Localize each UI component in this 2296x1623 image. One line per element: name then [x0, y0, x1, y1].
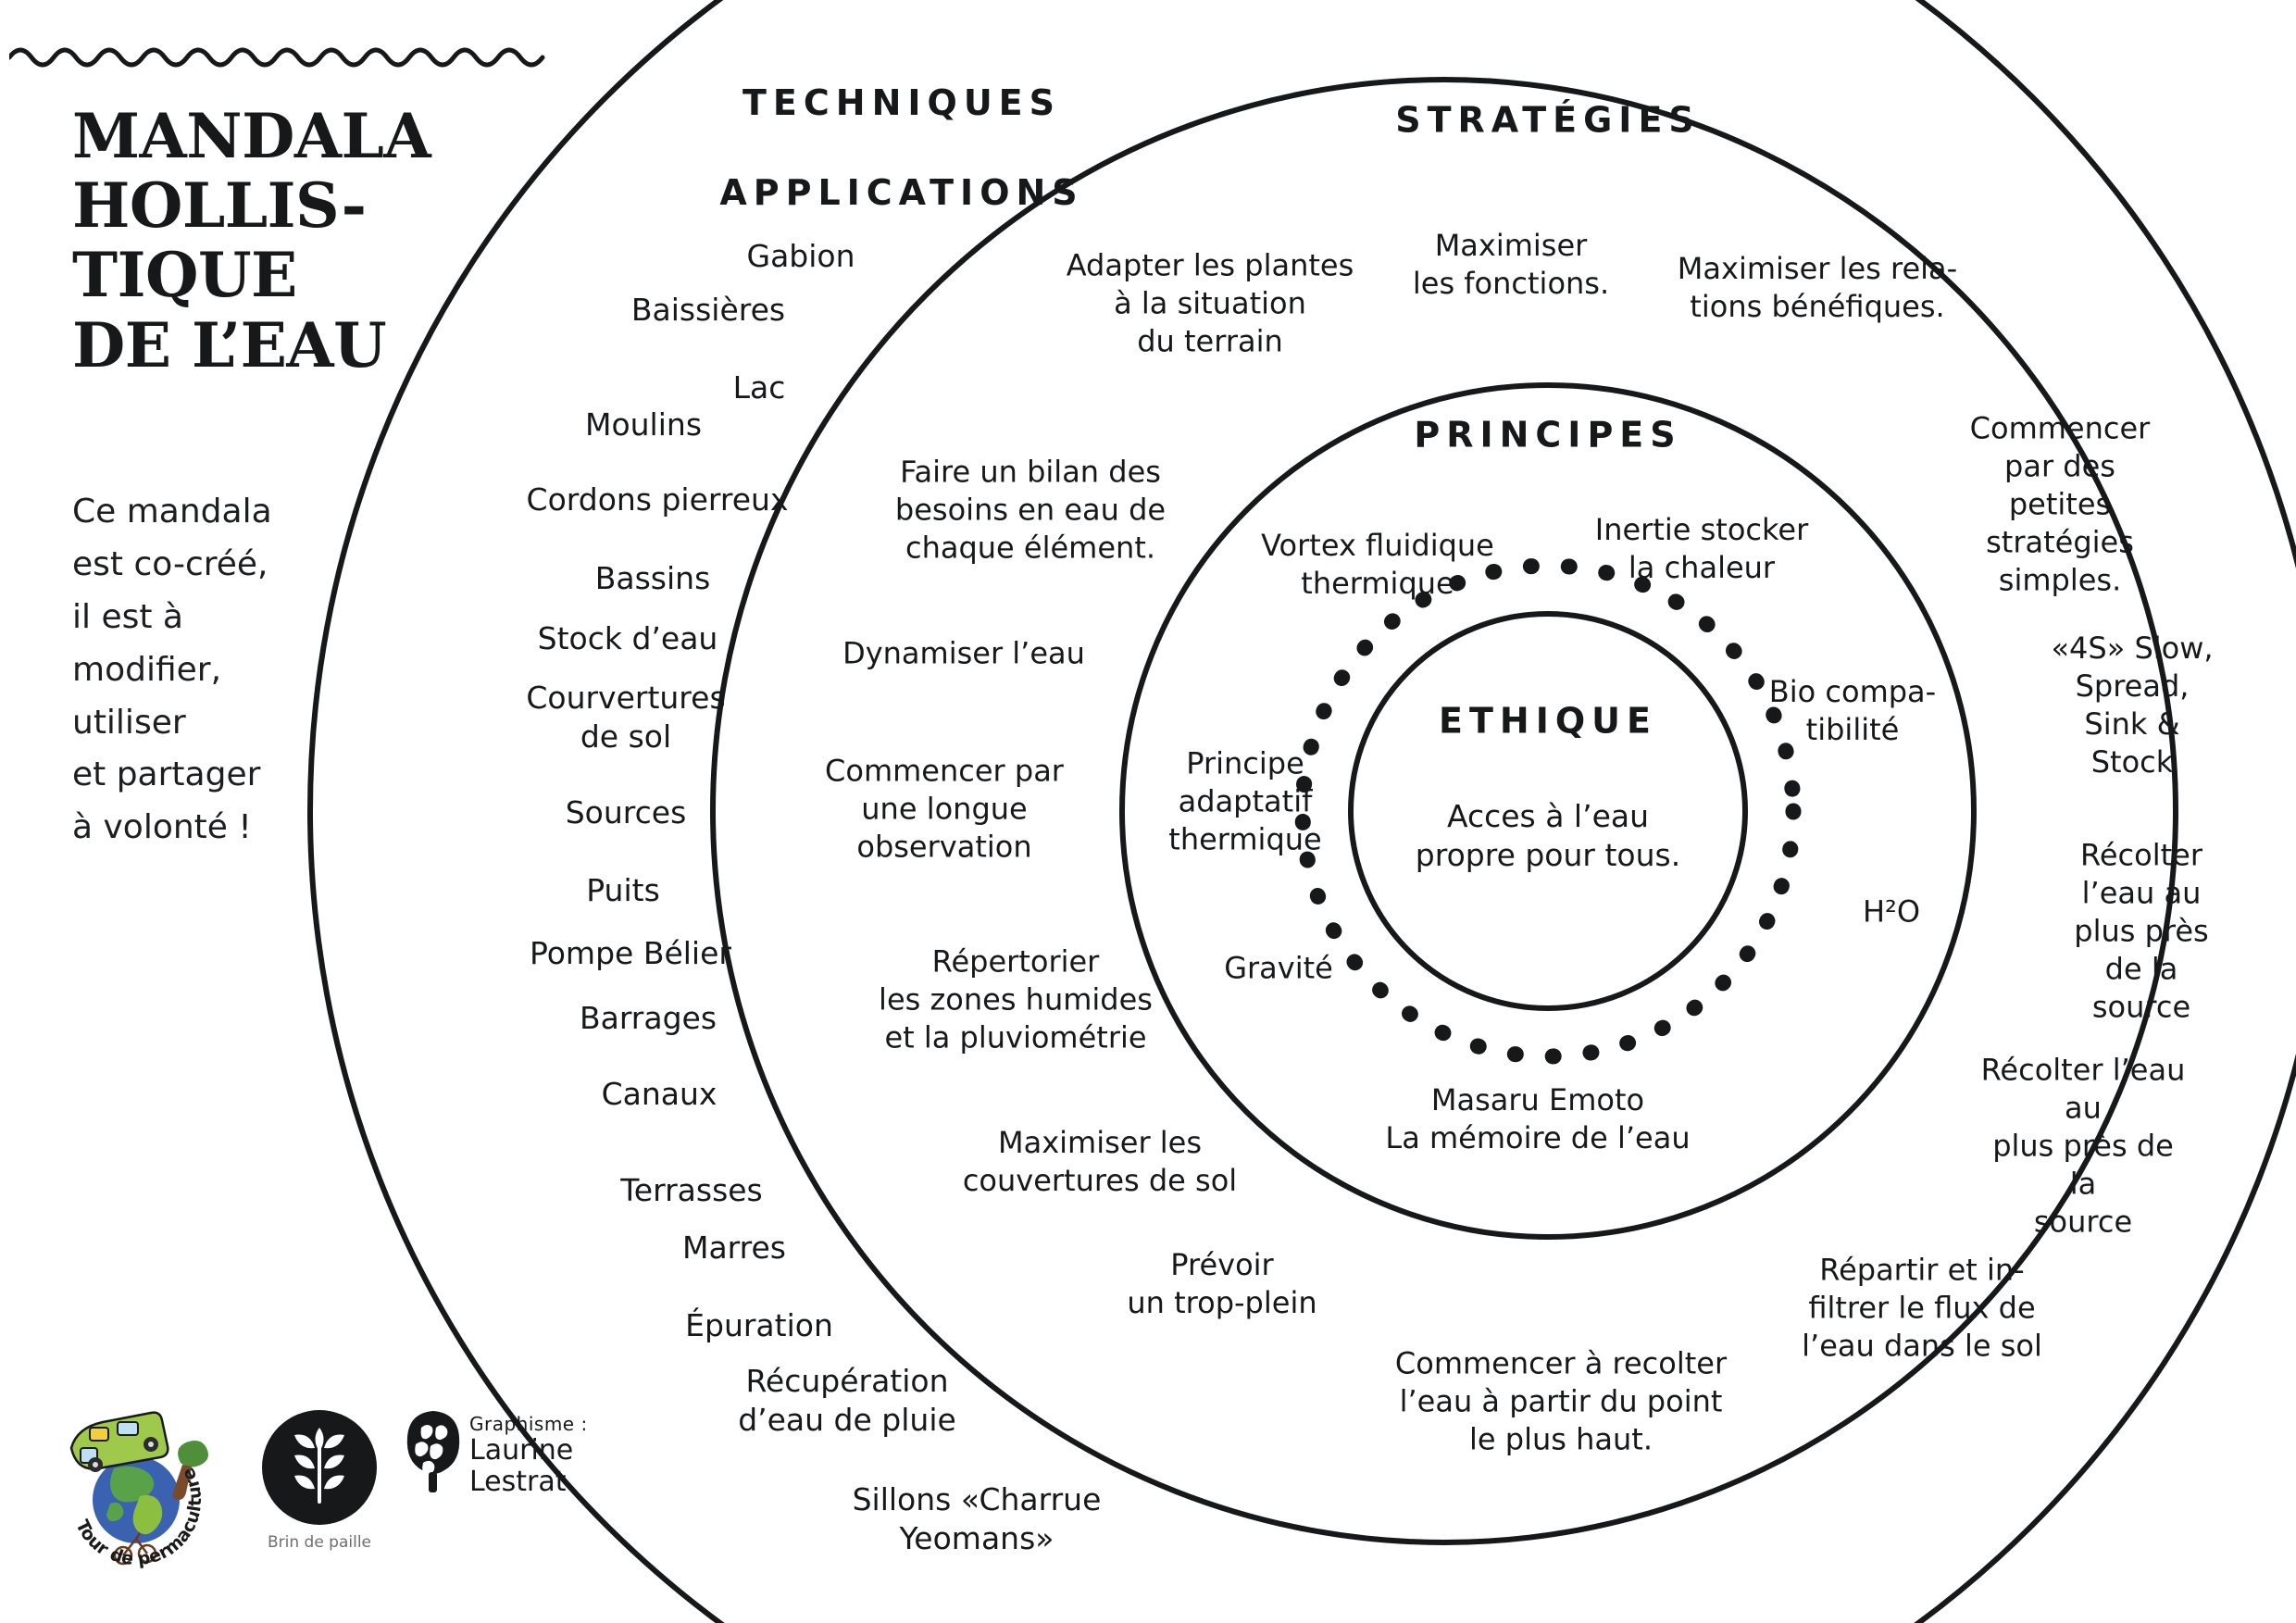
technique-item-14: Marres [681, 1229, 787, 1266]
technique-item-12: Canaux [601, 1075, 718, 1112]
strategy-item-4: Commencer par des petites stratégies sim… [1969, 410, 2151, 598]
principe-item-5: Gravité [1224, 950, 1333, 986]
technique-item-0: Gabion [746, 237, 855, 274]
technique-item-15: Épuration [685, 1306, 833, 1343]
strategy-item-2: Maximiser les rela- tions bénéfiques. [1677, 251, 1958, 324]
graphisme-label: Graphisme : [469, 1413, 588, 1435]
ring-heading-principes: PRINCIPES [1414, 414, 1682, 456]
wheat-icon [294, 1428, 344, 1504]
ring-heading-strategies: STRATÉGIES [1395, 99, 1701, 141]
intro-line-3: il est à [72, 597, 183, 636]
principe-item-0: Vortex fluidique thermique [1261, 528, 1494, 601]
intro-line-4: modifier, [72, 650, 222, 689]
principe-item-2: Bio compa- tibilité [1768, 674, 1937, 747]
strategy-item-8: Récolter l’eau au plus près de la source [2074, 837, 2209, 1025]
strategy-item-5: Dynamiser l’eau [842, 635, 1085, 671]
principe-item-4: H²O [1862, 893, 1921, 930]
ring-principes-circle [1119, 382, 1977, 1240]
strategy-item-11: Maximiser les couvertures de sol [962, 1125, 1238, 1198]
principe-item-6: Masaru Emoto La mémoire de l’eau [1385, 1082, 1691, 1155]
technique-item-1: Baissières [630, 291, 786, 328]
principe-item-3: Principe adaptatif thermique [1168, 745, 1322, 857]
brin-de-paille-logo: Brin de paille [259, 1407, 380, 1579]
strategy-item-10: Récolter l’eau au plus près de la source [1980, 1052, 2186, 1240]
wave-divider-icon [9, 47, 545, 68]
technique-item-10: Pompe Bélier [530, 934, 731, 971]
page-title-line-4: DE L’EAU [72, 308, 387, 381]
strategy-item-1: Maximiser les fonctions. [1412, 228, 1610, 301]
ring-ethique-circle [1348, 611, 1748, 1011]
strategy-item-9: Répertorier les zones humides et la pluv… [879, 943, 1153, 1055]
graphiste-first-name: Laurine [469, 1434, 574, 1467]
artichoke-icon [406, 1411, 460, 1492]
technique-item-7: Courvertures de sol [526, 679, 726, 755]
strategy-item-13: Répartir et in- filtrer le flux de l’eau… [1802, 1252, 2042, 1364]
ring-heading-techniques-line-1: TECHNIQUES [742, 81, 1061, 123]
graphiste-credit-text: Graphisme : Laurine Lestrat [469, 1413, 588, 1497]
intro-paragraph: Ce mandala est co-créé, il est à modifie… [72, 486, 350, 855]
ring-techniques-circle [307, 0, 2296, 1623]
strategy-item-0: Adapter les plantes à la situation du te… [1066, 247, 1354, 359]
strategy-item-3: Faire un bilan des besoins en eau de cha… [894, 454, 1167, 566]
page-title: MANDALA HOLLIS- TIQUE DE L’EAU [72, 100, 470, 381]
page-title-line-3: TIQUE [72, 239, 297, 312]
page-title-line-1: MANDALA [72, 100, 431, 172]
ring-ethique-dotted [1294, 557, 1802, 1065]
technique-item-16: Récupération d’eau de pluie [738, 1362, 956, 1438]
technique-item-8: Sources [565, 793, 687, 830]
technique-item-2: Lac [732, 368, 786, 406]
brin-de-paille-caption: Brin de paille [267, 1533, 372, 1552]
page-title-line-2: HOLLIS- [72, 169, 367, 243]
ring-heading-techniques: TECHNIQUES APPLICATIONS [719, 35, 1083, 216]
technique-item-17: Sillons «Charrue Yeomans» [852, 1480, 1102, 1556]
strategy-item-7: Commencer par une longue observation [825, 753, 1064, 865]
tree-icon [172, 1441, 208, 1500]
intro-line-7: à volonté ! [72, 808, 252, 847]
intro-line-1: Ce mandala [72, 493, 272, 531]
technique-item-5: Bassins [594, 559, 711, 596]
strategy-item-6: «4S» Slow, Spread, Sink & Stock [2051, 630, 2214, 780]
graphiste-credit: Graphisme : Laurine Lestrat [403, 1407, 643, 1537]
ethique-body-text: Acces à l’eau propre pour tous. [1415, 797, 1681, 873]
strategy-item-12: Prévoir un trop-plein [1127, 1247, 1317, 1320]
caravan-icon [69, 1411, 169, 1472]
graphiste-last-name: Lestrat [469, 1465, 567, 1498]
technique-item-11: Barrages [579, 999, 718, 1036]
technique-item-9: Puits [586, 871, 660, 908]
ring-heading-ethique: ETHIQUE [1439, 700, 1657, 742]
technique-item-6: Stock d’eau [537, 619, 718, 656]
tour-de-permaculture-logo: Tour de permaculture [51, 1407, 227, 1574]
principe-item-1: Inertie stocker la chaleur [1594, 512, 1809, 585]
ring-heading-techniques-line-2: APPLICATIONS [719, 171, 1084, 213]
technique-item-4: Cordons pierreux [526, 481, 789, 518]
technique-item-3: Moulins [584, 406, 703, 443]
bicycle-icon [113, 1532, 157, 1566]
technique-item-13: Terrasses [620, 1171, 763, 1208]
ring-strategies-circle [710, 77, 2178, 1545]
intro-line-2: est co-créé, [72, 544, 268, 583]
footer-logos: Tour de permaculture Brin de pail [51, 1407, 643, 1592]
intro-line-5: utiliser [72, 703, 186, 742]
intro-line-6: et partager [72, 755, 261, 794]
strategy-item-14: Commencer à recolter l’eau à partir du p… [1394, 1345, 1728, 1457]
